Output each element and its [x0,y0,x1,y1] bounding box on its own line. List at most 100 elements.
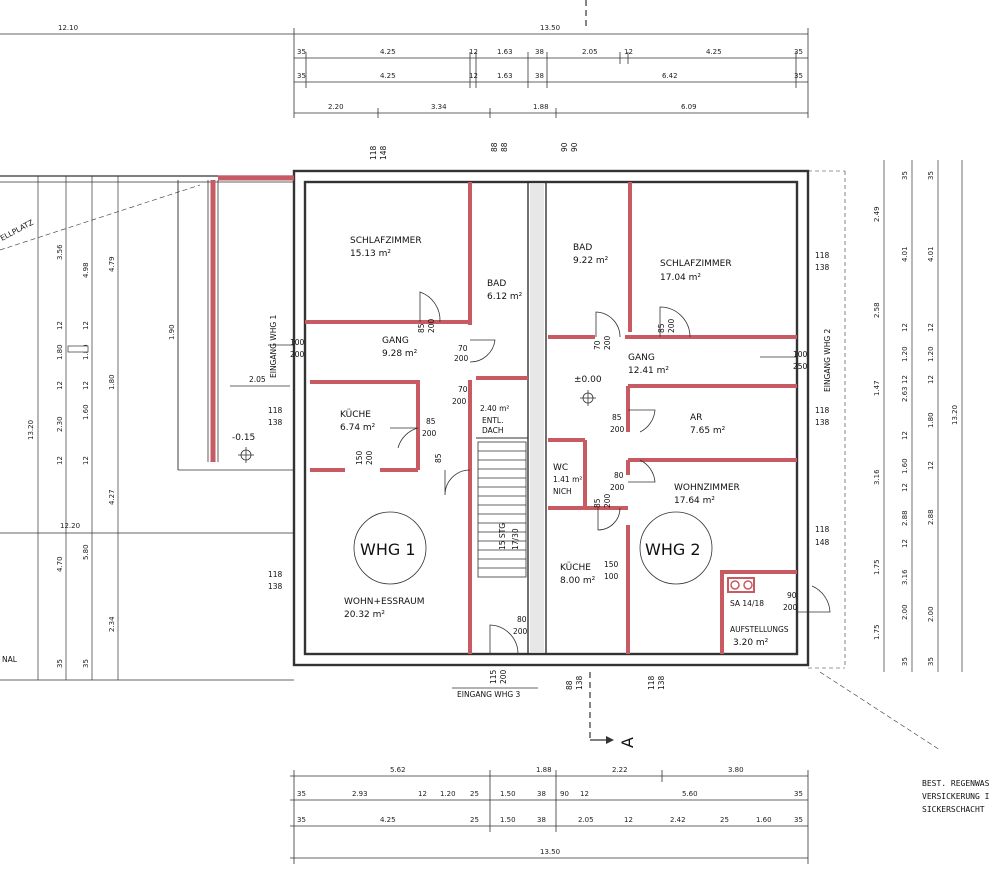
tag-200-g: 200 [603,335,612,350]
dim-bot-r2-3: 1.20 [440,790,456,798]
dim-left-c-6: 5.80 [82,544,90,560]
dim-right-1-0: 2.49 [873,206,881,222]
room-sa-label: SA 14/18 [730,599,764,608]
tag-100-a: 100 [290,338,305,347]
carport-label: ELLPLATZ [0,218,35,243]
room-wohnzimmer2-name: WOHNZIMMER [674,483,740,493]
room-wc-note: NICH [553,487,572,496]
tag-138-f: 138 [657,675,666,690]
tag-200-k: 200 [603,493,612,508]
dim-left-c-1: 12 [82,321,90,330]
room-aufstellung-area: 3.20 m² [733,638,769,648]
dim-right-2-12: 2.00 [901,604,909,620]
dim-top-r3-1: 3.34 [431,103,447,111]
dim-right-2-13: 35 [901,657,909,666]
unit-2-circle [639,511,713,585]
dim-bot-r2-10: 35 [794,790,803,798]
tag-70-a: 70 [458,344,468,353]
tag-205: 2.05 [249,375,266,384]
dim-bot-r3-6: 12 [624,816,633,824]
drainage-note: BEST. REGENWAS VERSICKERUNG I SICKERSCHA… [922,779,990,814]
dim-left-b-0: 3.56 [56,244,64,260]
dim-top-r2-3: 1.63 [497,72,513,80]
dim-right-2-7: 1.60 [901,458,909,474]
room-wc-area: 1.41 m² [553,475,582,484]
tag-200-e: 200 [365,450,374,465]
tag-118-a: 118 [268,406,283,415]
dim-left-mark: 12.20 [60,522,80,530]
dim-right-1-3: 3.16 [873,469,881,485]
dim-right-2-9: 2.88 [901,510,909,526]
dim-bot-r3-2: 25 [470,816,479,824]
dim-bot-r2-5: 1.50 [500,790,516,798]
tag-88-top-b: 88 [500,142,509,152]
room-ar-name: AR [690,413,702,423]
unit-1-label: WHG 1 [360,540,416,559]
dim-top-r3-2: 1.88 [533,103,549,111]
dim-left-d-0: 4.79 [108,256,116,272]
tag-88-b: 88 [565,680,574,690]
room-labels: SCHLAFZIMMER 15.13 m² BAD 6.12 m² GANG 9… [340,236,789,648]
dim-bot-r3-3: 1.50 [500,816,516,824]
boiler-fixture [727,577,755,593]
inner-walls [305,182,797,654]
tag-80-a: 80 [614,471,624,480]
dim-bot-r2-2: 12 [418,790,427,798]
dim-right-3-6: 12 [927,461,935,470]
dim-bot-r2-4: 25 [470,790,479,798]
tag-138-c: 138 [815,263,830,272]
dim-bot-r2-6: 38 [537,790,546,798]
tag-85-e: 85 [612,413,622,422]
dim-bot-r3-0: 35 [297,816,306,824]
room-kueche1-area: 6.74 m² [340,423,376,433]
dim-left-c-4: 1.60 [82,404,90,420]
tag-118-c: 118 [815,251,830,260]
tag-80-b: 80 [517,615,527,624]
kanal-label: NAL [2,655,18,664]
dim-top-total: 13.50 [540,24,560,32]
room-aufstellung-name: AUFSTELLUNGS [730,625,789,634]
tag-138-b2: 138 [575,675,584,690]
room-gang2-area: 12.41 m² [628,366,669,376]
tag-118-d: 118 [815,406,830,415]
room-bad1-name: BAD [487,279,506,289]
entrance-whg3: EINGANG WHG 3 [457,690,521,699]
stair-count: 15 STG [498,523,507,550]
tag-118-b: 118 [268,570,283,579]
tag-200-d: 200 [422,429,437,438]
tag-70-b: 70 [458,385,468,394]
tag-200-m: 200 [513,627,528,636]
room-schlafzimmer2-area: 17.04 m² [660,273,701,283]
tag-90-top-b: 90 [570,142,579,152]
dim-bot-r3-7: 2.42 [670,816,686,824]
tag-200-n: 200 [499,669,508,684]
dim-top-r1-4: 38 [535,48,544,56]
dim-bot-r3-4: 38 [537,816,546,824]
dim-bot-r2-8: 12 [580,790,589,798]
dim-bot-r1-1: 1.88 [536,766,552,774]
room-wohn1-name: WOHN+ESSRAUM [344,597,425,607]
dim-right-3-2: 12 [927,323,935,332]
dim-top-r2-5: 6.42 [662,72,678,80]
dim-top-r1-1: 4.25 [380,48,396,56]
room-schlafzimmer1-name: SCHLAFZIMMER [350,236,422,246]
dim-bot-r3-5: 2.05 [578,816,594,824]
dim-top-r1-0: 35 [297,48,306,56]
dim-right-3-4: 12 [927,375,935,384]
left-dimension-chains: 13.20 3.56 12 1.80 12 2.30 12 4.70 35 4.… [0,176,179,680]
dim-top-r2-0: 35 [297,72,306,80]
dim-right-3-8: 2.00 [927,606,935,622]
dim-bot-r2-1: 2.93 [352,790,368,798]
dim-left-b-1: 12 [56,321,64,330]
tag-100-b: 100 [793,350,808,359]
dim-right-3-3: 1.20 [927,346,935,362]
dim-bot-r3-8: 25 [720,816,729,824]
tag-150-b: 150 [604,560,619,569]
dim-bot-r2-7: 90 [560,790,569,798]
stair-label-1: ENTL. [482,416,504,425]
dim-bot-r3-9: 1.60 [756,816,772,824]
dim-top-r1-2: 12 [469,48,478,56]
room-kueche2-name: KÜCHE [560,562,591,573]
stair-area: 2.40 m² [480,404,509,413]
dim-left-d-3: 2.34 [108,616,116,632]
